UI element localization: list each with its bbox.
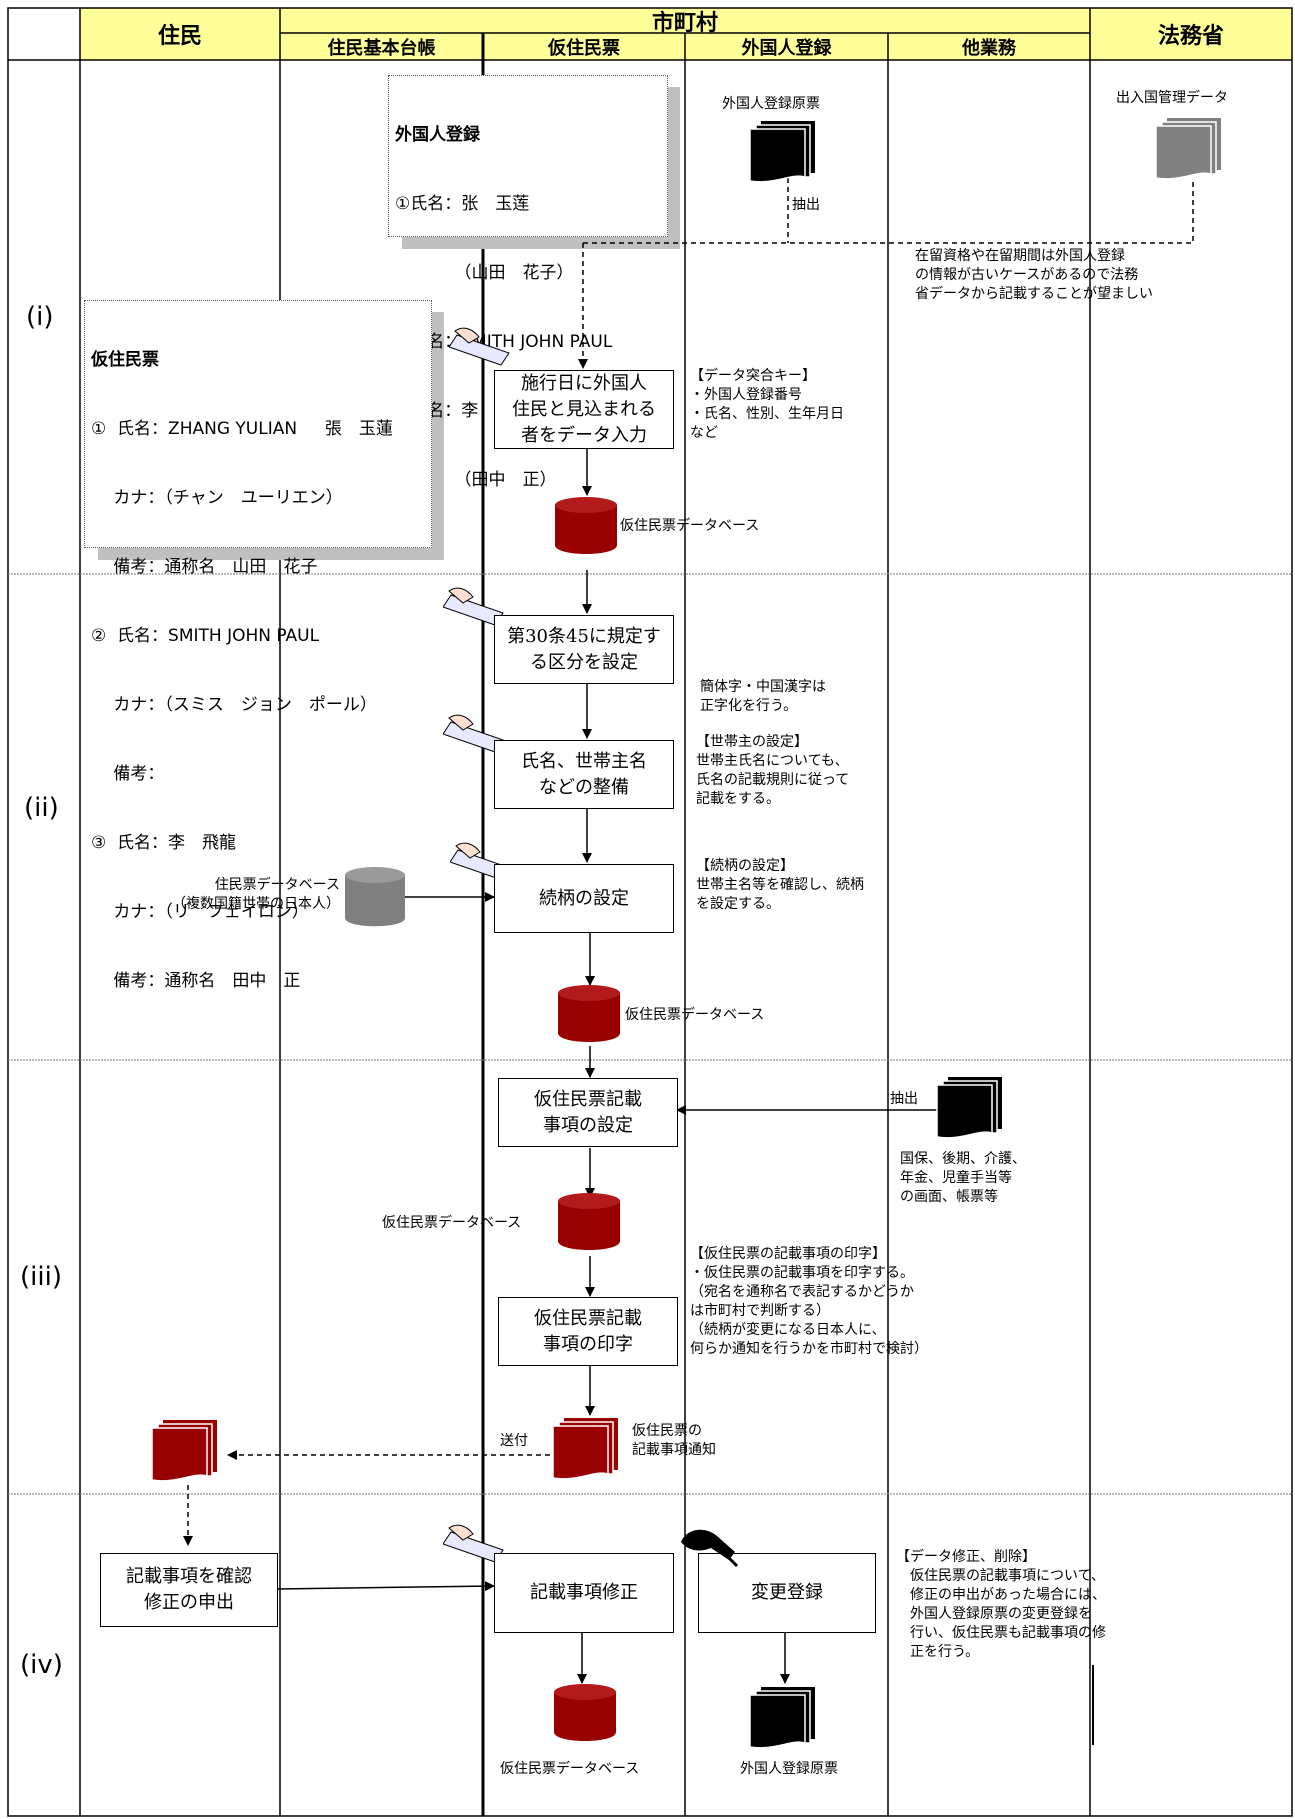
frame bbox=[7, 7, 1293, 1817]
header-residents: 住民 bbox=[157, 24, 202, 49]
change-registration-box: 変更登録 bbox=[698, 1553, 876, 1633]
alien-doc-label-iv: 外国人登録原票 bbox=[740, 1761, 838, 1777]
header-alien: 外国人登録 bbox=[741, 37, 832, 59]
other-business-doc-icon bbox=[936, 1077, 1002, 1139]
db-label: 仮住民票データベース bbox=[382, 1215, 522, 1231]
alien-doc-label: 外国人登録原票 bbox=[722, 96, 820, 112]
received-notice-doc-icon bbox=[151, 1420, 217, 1482]
phase-label-iii: (iii) bbox=[20, 1262, 62, 1292]
ministry-note: 在留資格や在留期間は外国人登録 の情報が古いケースがあるので法務 省データから記… bbox=[915, 248, 1153, 302]
alien-card-line: ②氏名：SMITH JOHN PAUL bbox=[395, 332, 613, 352]
kari-card-line: カナ：（チャン ユーリエン） bbox=[91, 488, 343, 508]
relationship-box: 続柄の設定 bbox=[494, 864, 674, 933]
kari-juminhyo-card: 仮住民票 ① 氏名：ZHANG YULIAN 張 玉蓮 カナ：（チャン ユーリエ… bbox=[84, 300, 432, 991]
print-note: 【仮住民票の記載事項の印字】 ・仮住民票の記載事項を印字する。 （宛名を通称名で… bbox=[690, 1246, 928, 1357]
notice-label: 仮住民票の 記載事項通知 bbox=[632, 1423, 716, 1458]
db-label: 仮住民票データベース bbox=[625, 1007, 765, 1023]
resident-db-label: 住民票データベース （複数国籍世帯の日本人） bbox=[172, 877, 340, 912]
relationship-note: 【続柄の設定】 世帯主名等を確認し、続柄 を設定する。 bbox=[696, 858, 864, 912]
kari-card-line: ② 氏名：SMITH JOHN PAUL bbox=[91, 626, 320, 646]
kari-card-line: 備考： bbox=[91, 764, 165, 784]
simplified-char-note: 簡体字・中国漢字は 正字化を行う。 bbox=[700, 679, 826, 714]
household-head-note: 【世帯主の設定】 世帯主氏名についても、 氏名の記載規則に従って 記載をする。 bbox=[696, 734, 850, 807]
category-setting-box: 第30条45に規定す る区分を設定 bbox=[494, 615, 674, 684]
kari-card-line: 備考：通称名 山田 花子 bbox=[91, 557, 318, 577]
kari-db-cylinder-icon bbox=[558, 985, 620, 1042]
header-jyuki: 住民基本台帳 bbox=[327, 37, 436, 59]
header-other: 他業務 bbox=[962, 37, 1016, 59]
pen-hand-icon bbox=[681, 1529, 739, 1568]
header-kari: 仮住民票 bbox=[548, 37, 620, 59]
alien-card-line: （田中 正） bbox=[395, 470, 557, 490]
kari-db-cylinder-icon bbox=[554, 1684, 616, 1741]
alien-card-title: 外国人登録 bbox=[395, 125, 480, 145]
resident-db-cylinder-icon bbox=[345, 867, 405, 927]
kari-card-line: カナ：（スミス ジョン ポール） bbox=[91, 695, 377, 715]
phase-label-ii: (ii) bbox=[24, 793, 59, 823]
db-label: 仮住民票データベース bbox=[620, 518, 760, 534]
notice-doc-icon bbox=[552, 1418, 618, 1480]
immigration-data-doc-icon bbox=[1155, 118, 1221, 180]
resident-request-box: 記載事項を確認 修正の申出 bbox=[100, 1553, 278, 1627]
kari-card-title: 仮住民票 bbox=[91, 350, 159, 370]
header-ministry: 法務省 bbox=[1157, 24, 1224, 49]
kari-db-cylinder-icon bbox=[558, 1193, 620, 1250]
record-fix-box: 記載事項修正 bbox=[494, 1553, 674, 1633]
alien-registration-card: 外国人登録 ①氏名：张 玉莲 （山田 花子） ②氏名：SMITH JOHN PA… bbox=[388, 75, 668, 490]
kari-card-line: ③ 氏名：李 飛龍 bbox=[91, 833, 237, 853]
extract-label: 抽出 bbox=[792, 197, 820, 213]
kari-db-cylinder-icon bbox=[555, 497, 617, 554]
other-business-note: 国保、後期、介護、 年金、児童手当等 の画面、帳票等 bbox=[900, 1151, 1026, 1205]
header-municipality: 市町村 bbox=[651, 10, 718, 36]
alien-registry-doc-icon bbox=[749, 121, 815, 183]
phase-label-iv: (iv) bbox=[20, 1650, 63, 1680]
keyboard-input-icon bbox=[449, 327, 510, 366]
alien-registry-doc-icon bbox=[749, 1687, 815, 1749]
kari-card-line: 備考：通称名 田中 正 bbox=[91, 971, 301, 991]
item-setting-box: 仮住民票記載 事項の設定 bbox=[498, 1078, 678, 1147]
data-input-box: 施行日に外国人 住民と見込まれる 者をデータ入力 bbox=[494, 370, 674, 449]
send-label: 送付 bbox=[500, 1433, 528, 1449]
kari-card-line: カナ：（リ フェイロン） bbox=[91, 902, 309, 922]
phase-label-i: (i) bbox=[26, 302, 54, 332]
print-box: 仮住民票記載 事項の印字 bbox=[498, 1297, 678, 1366]
data-key-note: 【データ突合キー】 ・外国人登録番号 ・氏名、性別、生年月日 など bbox=[690, 368, 844, 441]
alien-card-line: ①氏名：张 玉莲 bbox=[395, 194, 530, 214]
data-fix-note: 【データ修正、削除】 仮住民票の記載事項について、 修正の申出があった場合には、… bbox=[896, 1549, 1106, 1660]
name-head-box: 氏名、世帯主名 などの整備 bbox=[494, 740, 674, 809]
kari-card-line: ① 氏名：ZHANG YULIAN 張 玉蓮 bbox=[91, 419, 393, 439]
keyboard-input-icon bbox=[443, 1524, 504, 1563]
db-label: 仮住民票データベース bbox=[500, 1761, 640, 1777]
immigration-doc-label: 出入国管理データ bbox=[1116, 90, 1228, 106]
alien-card-line: （山田 花子） bbox=[395, 263, 574, 283]
extract-label-iii: 抽出 bbox=[890, 1091, 918, 1107]
